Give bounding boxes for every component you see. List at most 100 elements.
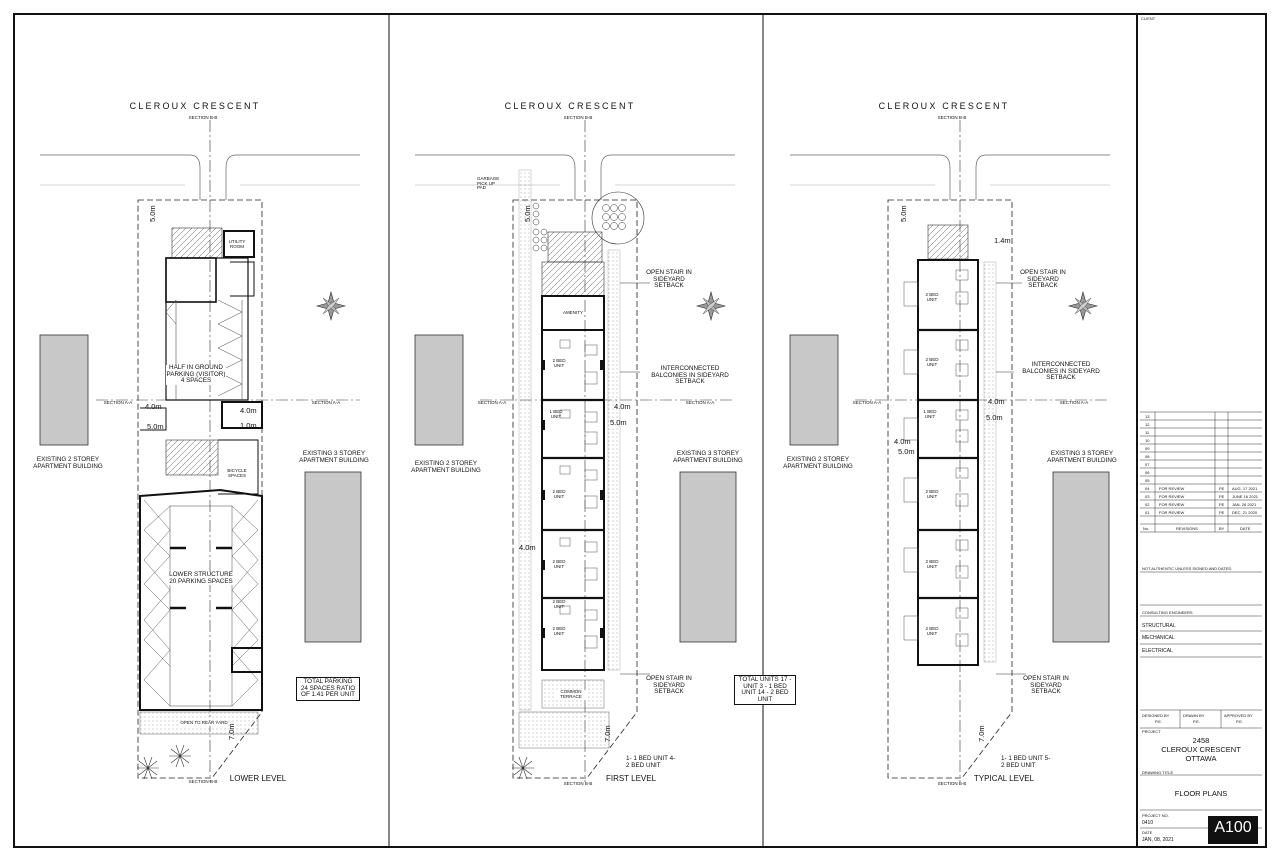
rev-no: 13 xyxy=(1145,414,1150,419)
open-rear-yard-label: OPEN TO REAR YARD xyxy=(180,720,228,726)
rev-header-date: DATE xyxy=(1240,526,1251,531)
unit-label: 2 BED UNIT xyxy=(925,489,939,499)
parking-totals: TOTAL PARKING 24 SPACES RATIO OF 1.41 PE… xyxy=(296,677,360,701)
project-label: PROJECT xyxy=(1142,729,1161,734)
existing-building-right: EXISTING 3 STOREY APARTMENT BUILDING xyxy=(299,450,369,464)
dimension: 4.0m xyxy=(519,543,536,552)
panel-typical-level xyxy=(789,120,1110,782)
project-no-label: PROJECT NO. xyxy=(1142,813,1169,818)
rev-no: 06 xyxy=(1145,470,1150,475)
unit-label: 1 BED UNIT xyxy=(549,409,563,419)
rev-header-by: BY xyxy=(1219,526,1225,531)
open-stair-label: OPEN STAIR IN SIDEYARD SETBACK xyxy=(1020,269,1066,290)
panel-first-level xyxy=(414,120,737,782)
balconies-label: INTERCONNECTED BALCONIES IN SIDEYARD SET… xyxy=(651,365,729,386)
unit-label: 2 BED UNIT xyxy=(552,599,566,609)
rev-no: 09 xyxy=(1145,446,1150,451)
garbage-pad-label: GARBAGE PICK UP PAD xyxy=(477,176,500,191)
rev-desc: FOR REVIEW xyxy=(1159,510,1185,515)
drawn-by-label: DRAWN BY xyxy=(1183,713,1205,718)
dimension: 5.0m xyxy=(148,205,157,222)
visitor-parking-label: HALF IN GROUND PARKING (VISITOR) 4 SPACE… xyxy=(166,364,226,385)
unit-label: 2 BED UNIT xyxy=(552,489,566,499)
structural-label: STRUCTURAL xyxy=(1142,623,1176,629)
street-name: CLEROUX CRESCENT xyxy=(504,101,636,111)
dimension: 7.0m xyxy=(227,723,236,740)
date-label: DATE xyxy=(1142,830,1153,835)
rev-date: AUG. 17 2021 xyxy=(1232,486,1258,491)
designed-by-label: DESIGNED BY xyxy=(1142,713,1170,718)
unit-mix: 1- 1 BED UNIT 4- 2 BED UNIT xyxy=(626,755,676,769)
rev-desc: FOR REVIEW xyxy=(1159,486,1185,491)
consulting-label: CONSULTING ENGINEERS xyxy=(1142,610,1193,615)
unit-label: 2 BED UNIT xyxy=(925,626,939,636)
section-a-label: SECTION A-A xyxy=(852,400,882,405)
project-line: 2458 xyxy=(1192,736,1210,745)
rev-no: 04 xyxy=(1145,486,1150,491)
rev-by: PE xyxy=(1219,510,1225,515)
rev-date: JAN. 26 2021 xyxy=(1232,502,1257,507)
project-line: OTTAWA xyxy=(1185,754,1217,763)
level-title: TYPICAL LEVEL xyxy=(973,774,1035,783)
lower-structure-label: LOWER STRUCTURE 20 PARKING SPACES xyxy=(169,571,233,586)
titleblock-lines xyxy=(1140,411,1262,829)
balconies-label: INTERCONNECTED BALCONIES IN SIDEYARD SET… xyxy=(1022,361,1100,382)
rev-no: 08 xyxy=(1145,454,1150,459)
open-stair-label: OPEN STAIR IN SIDEYARD SETBACK xyxy=(646,675,692,696)
dimension: 4.0m xyxy=(614,402,631,411)
section-b-label: SECTION B-B xyxy=(188,115,218,120)
rev-no: 10 xyxy=(1145,438,1150,443)
drawing-title: FLOOR PLANS xyxy=(1174,789,1228,798)
dimension: 5.0m xyxy=(986,413,1003,422)
rev-by: PE xyxy=(1219,494,1225,499)
not-authentic-note: NOT AUTHENTIC UNLESS SIGNED AND DATED xyxy=(1142,566,1232,571)
amenity-label: AMENITY xyxy=(562,310,584,315)
project-line: CLEROUX CRESCENT xyxy=(1161,745,1241,754)
dimension: 4.0m xyxy=(240,406,257,415)
dimension: 5.0m xyxy=(899,205,908,222)
rev-header-no: No. xyxy=(1143,526,1150,531)
rev-no: 11 xyxy=(1145,430,1150,435)
dimension: 1.4m xyxy=(994,236,1011,245)
rev-desc: FOR REVIEW xyxy=(1159,502,1185,507)
dimension: 5.0m xyxy=(898,447,915,456)
section-b-label: SECTION B-B xyxy=(563,781,593,786)
unit-mix: 1- 1 BED UNIT 5- 2 BED UNIT xyxy=(1001,755,1051,769)
bicycle-label: BICYCLE SPACES xyxy=(227,468,247,478)
drawn-by: P.E. xyxy=(1193,719,1201,724)
level-title: LOWER LEVEL xyxy=(229,774,287,783)
client-label: CLIENT xyxy=(1141,16,1156,21)
rev-no: 01 xyxy=(1145,510,1150,515)
rev-desc: FOR REVIEW xyxy=(1159,494,1185,499)
designed-by: P.E. xyxy=(1155,719,1163,724)
drawing-date: JAN, 08, 2021 xyxy=(1142,837,1174,843)
utility-room-label: UTILITY ROOM xyxy=(228,239,246,249)
dimension: 7.0m xyxy=(977,725,986,742)
dimension: 4.0m xyxy=(145,402,162,411)
rev-header-desc: REVISIONS xyxy=(1176,526,1198,531)
project-name: 2458 CLEROUX CRESCENT OTTAWA xyxy=(1140,736,1262,763)
unit-label: 2 BED UNIT xyxy=(925,292,939,302)
drawing-title-label: DRAWING TITLE xyxy=(1142,770,1174,775)
approved-by: P.E. xyxy=(1236,719,1244,724)
electrical-label: ELECTRICAL xyxy=(1142,648,1173,654)
dimension: 4.0m xyxy=(894,437,911,446)
rev-no: 03 xyxy=(1145,494,1150,499)
section-b-label: SECTION B-B xyxy=(937,781,967,786)
level-title: FIRST LEVEL xyxy=(605,774,657,783)
rev-no: 12 xyxy=(1145,422,1150,427)
approved-by-label: APPROVED BY xyxy=(1224,713,1253,718)
rev-no: 02 xyxy=(1145,502,1150,507)
section-b-label: SECTION B-B xyxy=(188,779,218,784)
rev-date: DEC. 21 2020 xyxy=(1232,510,1258,515)
unit-label: 1 BED UNIT xyxy=(923,409,937,419)
open-stair-label: OPEN STAIR IN SIDEYARD SETBACK xyxy=(646,269,692,290)
dimension: 5.0m xyxy=(523,205,532,222)
project-no: 0410 xyxy=(1142,820,1154,826)
existing-building-right: EXISTING 3 STOREY APARTMENT BUILDING xyxy=(1047,450,1117,464)
dimension: 4.0m xyxy=(988,397,1005,406)
dimension: 5.0m xyxy=(147,422,164,431)
existing-building-left: EXISTING 2 STOREY APARTMENT BUILDING xyxy=(411,460,481,474)
rev-by: PE xyxy=(1219,486,1225,491)
